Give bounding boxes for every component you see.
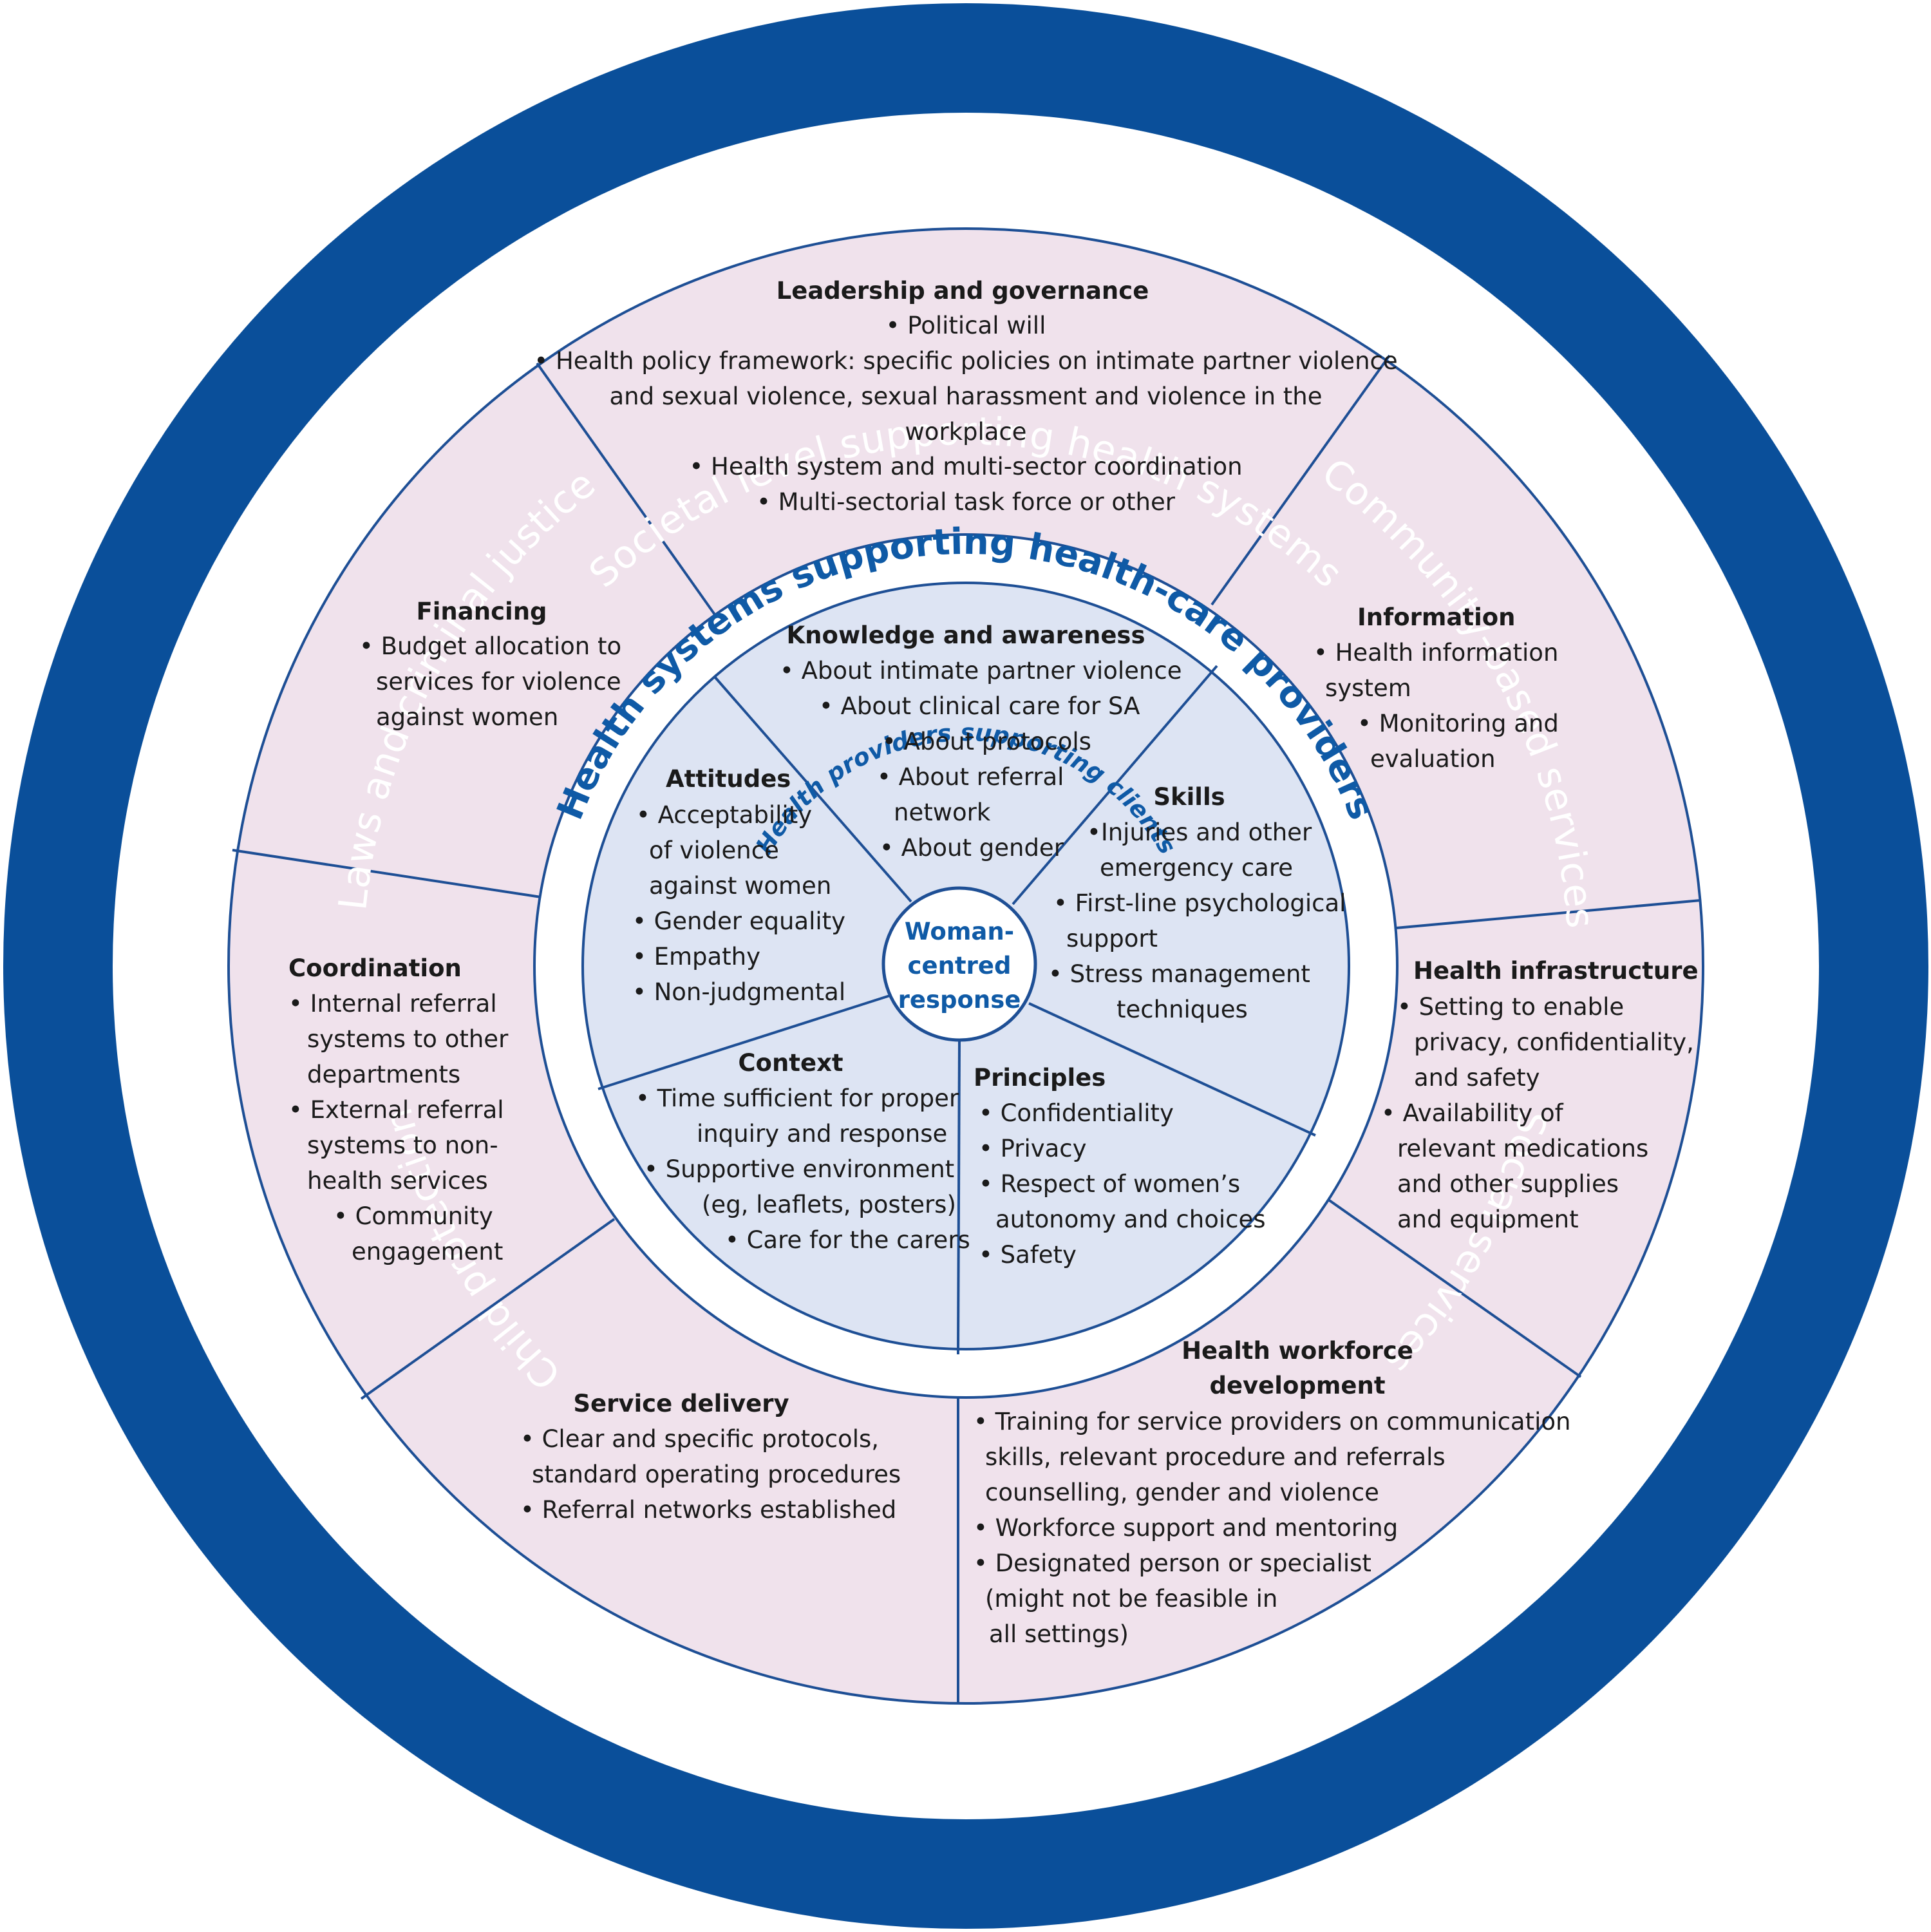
segment-line: • Workforce support and mentoring — [974, 1514, 1398, 1542]
segment-line: health services — [307, 1167, 488, 1195]
segment-title: Information — [1357, 603, 1516, 631]
segment-line: • Care for the carers — [725, 1226, 970, 1254]
segment-line: • About clinical care for SA — [819, 692, 1140, 720]
segment-line: against women — [649, 872, 831, 900]
segment-line: • Political will — [886, 312, 1046, 339]
segment-line: • Time sufficient for proper — [636, 1084, 959, 1112]
segment-line: • Training for service providers on comm… — [974, 1408, 1570, 1435]
segment-health-infrastructure: Health infrastructure • Setting to enabl… — [1381, 957, 1699, 1233]
segment-line: • Acceptability — [636, 801, 812, 829]
segment-line: • Respect of women’s — [979, 1170, 1240, 1198]
segment-line: all settings) — [989, 1620, 1129, 1648]
segment-service-delivery: Service delivery • Clear and specific pr… — [520, 1390, 901, 1524]
segment-line: and equipment — [1397, 1206, 1579, 1233]
segment-information: Information • Health information system … — [1314, 603, 1559, 773]
segment-line: emergency care — [1100, 854, 1293, 882]
segment-line: • Clear and specific protocols, — [520, 1425, 879, 1453]
segment-line: • Health information — [1314, 639, 1558, 667]
segment-title: Service delivery — [573, 1390, 789, 1417]
segment-title: Health infrastructure — [1413, 957, 1699, 985]
segment-title: Coordination — [288, 954, 462, 982]
segment-title: Knowledge and awareness — [787, 621, 1145, 649]
segment-line: • Health system and multi-sector coordin… — [689, 453, 1242, 480]
segment-line: against women — [376, 703, 558, 731]
segment-line: standard operating procedures — [532, 1461, 901, 1488]
segment-line: • Setting to enable — [1397, 993, 1624, 1021]
segment-title: development — [1209, 1372, 1385, 1399]
segment-line: evaluation — [1370, 745, 1496, 773]
inner-dividers — [598, 665, 1316, 1355]
segment-line: • Stress management — [1048, 960, 1310, 988]
segment-line: and sexual violence, sexual harassment a… — [609, 383, 1322, 410]
segment-line: counselling, gender and violence — [985, 1479, 1379, 1506]
segment-leadership-governance: Leadership and governance • Political wi… — [534, 277, 1397, 516]
segment-coordination: Coordination • Internal referral systems… — [288, 954, 509, 1265]
segment-line: • Internal referral — [288, 990, 497, 1018]
center-line: centred — [908, 952, 1012, 980]
segment-line: • Gender equality — [632, 907, 845, 935]
segment-line: system — [1325, 674, 1411, 702]
inner-segment-principles: Principles • Confidentiality • Privacy •… — [974, 1064, 1266, 1269]
segment-line: techniques — [1116, 996, 1248, 1023]
segment-line: • Supportive environment — [644, 1155, 954, 1183]
center-line: response — [898, 986, 1021, 1014]
segment-title: Financing — [416, 598, 547, 625]
segment-line: • Safety — [979, 1241, 1077, 1269]
segment-line: skills, relevant procedure and referrals — [985, 1443, 1446, 1471]
segment-line: • Confidentiality — [979, 1099, 1174, 1127]
segment-line: services for violence — [376, 668, 621, 696]
segment-title: Principles — [974, 1064, 1106, 1092]
segment-line: • About protocols — [882, 728, 1091, 755]
segment-line: • Budget allocation to — [359, 632, 621, 660]
segment-line: • Referral networks established — [520, 1496, 896, 1524]
inner-segment-context: Context • Time sufficient for proper inq… — [636, 1049, 970, 1254]
center-circle — [881, 886, 1037, 1042]
segment-line: relevant medications — [1397, 1135, 1648, 1162]
segment-line: workplace — [905, 418, 1026, 446]
segment-line: • Non-judgmental — [632, 978, 845, 1006]
segment-line: systems to other — [307, 1025, 509, 1053]
segment-line: systems to non- — [307, 1132, 498, 1159]
segment-line: • About referral — [877, 763, 1064, 791]
segment-line: • Health policy framework: specific poli… — [534, 347, 1397, 375]
segment-line: and other supplies — [1397, 1170, 1619, 1198]
segment-line: • Empathy — [632, 943, 760, 971]
segment-line: privacy, confidentiality, — [1414, 1028, 1694, 1056]
inner-segment-knowledge: Knowledge and awareness • About intimate… — [780, 621, 1182, 862]
segment-line: •Injuries and other — [1087, 819, 1312, 846]
segment-line: • About gender — [880, 834, 1064, 862]
segment-line: (eg, leaflets, posters) — [702, 1191, 956, 1218]
segment-line: • About intimate partner violence — [780, 657, 1182, 685]
segment-line: autonomy and choices — [995, 1206, 1266, 1233]
segment-line: • Community — [334, 1202, 493, 1230]
segment-title: Attitudes — [666, 765, 791, 793]
segment-line: network — [894, 799, 991, 826]
segment-line: • Multi-sectorial task force or other — [757, 488, 1176, 516]
center-label: Woman- centred response — [898, 918, 1021, 1014]
segment-title: Skills — [1153, 783, 1225, 811]
inner-segment-skills: Skills •Injuries and other emergency car… — [1048, 783, 1346, 1023]
segment-financing: Financing • Budget allocation to service… — [359, 598, 621, 731]
segment-line: support — [1066, 925, 1158, 952]
segment-line: and safety — [1414, 1064, 1540, 1092]
segment-title: Context — [738, 1049, 843, 1077]
segment-line: (might not be feasible in — [985, 1585, 1277, 1613]
segment-line: engagement — [352, 1238, 503, 1265]
middle-dividers — [232, 354, 1701, 1703]
segment-line: • External referral — [288, 1096, 504, 1124]
segment-title: Health workforce — [1182, 1337, 1413, 1365]
segment-line: • Designated person or specialist — [974, 1549, 1371, 1577]
center-line: Woman- — [905, 918, 1014, 945]
segment-line: • Availability of — [1381, 1099, 1564, 1127]
segment-line: of violence — [649, 837, 779, 864]
segment-line: • First-line psychological — [1053, 889, 1346, 917]
segment-line: inquiry and response — [697, 1120, 947, 1148]
segment-health-workforce: Health workforce development • Training … — [974, 1337, 1570, 1648]
segment-line: • Privacy — [979, 1135, 1087, 1162]
segment-title: Leadership and governance — [777, 277, 1149, 305]
segment-line: departments — [307, 1061, 460, 1088]
inner-segment-attitudes: Attitudes • Acceptability of violence ag… — [632, 765, 845, 1006]
segment-line: • Monitoring and — [1357, 710, 1559, 737]
